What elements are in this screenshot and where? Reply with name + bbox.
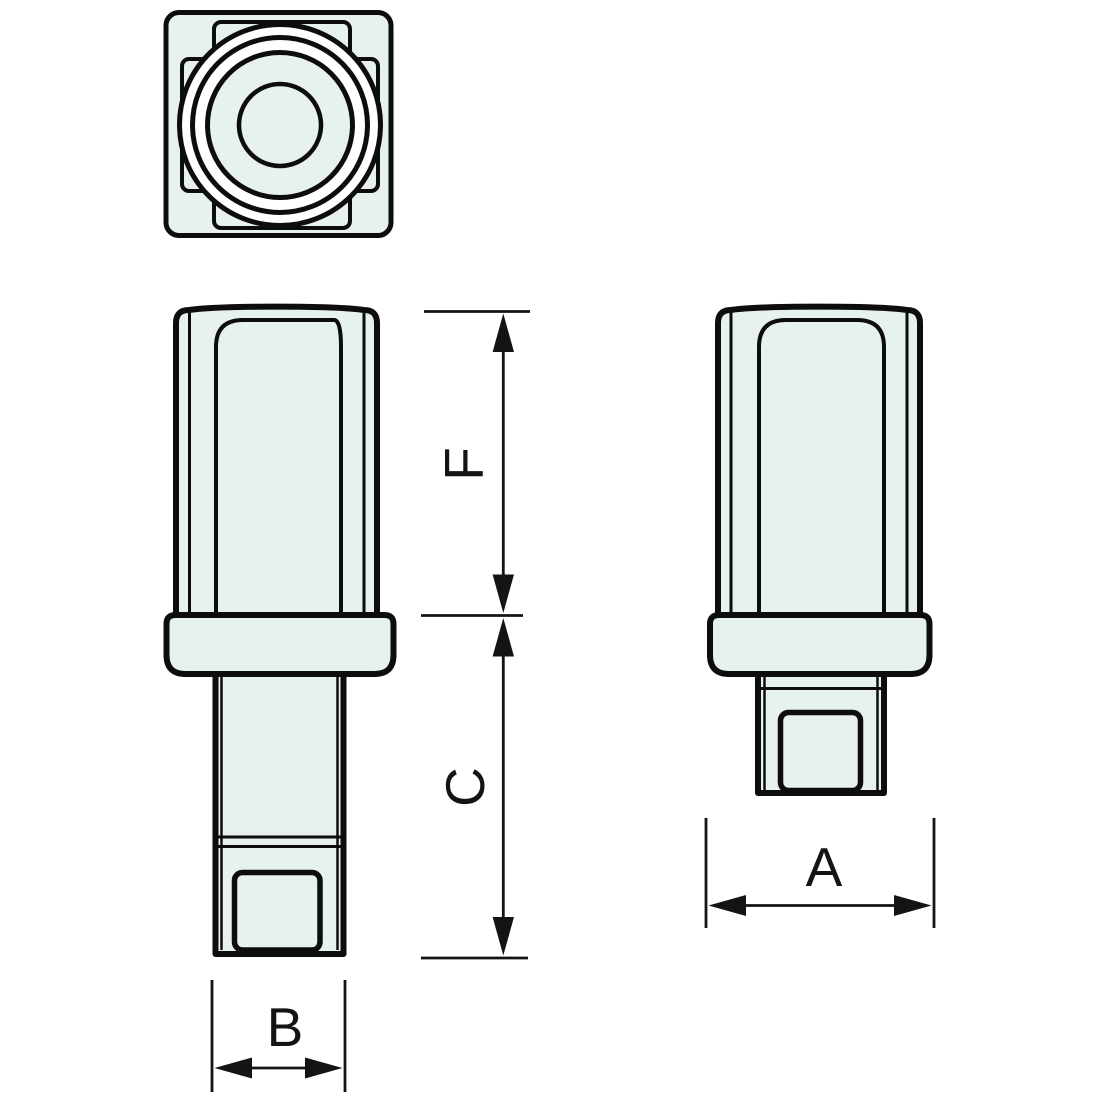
top-view	[163, 10, 394, 238]
front-collar	[163, 612, 397, 677]
dimension-b: B	[210, 980, 347, 1092]
dim-f-arrow-up	[492, 313, 514, 352]
side-collar	[707, 612, 933, 677]
front-drive-square	[231, 869, 323, 953]
side-stub-edge-lines	[763, 674, 879, 790]
dim-label-f: F	[433, 447, 495, 481]
side-drive-square	[777, 709, 864, 794]
dim-a-arrow-right	[894, 895, 932, 916]
front-hex-facet	[214, 318, 343, 613]
side-hex-side-lines	[729, 313, 909, 613]
dim-b-arrow-left	[214, 1057, 252, 1079]
dim-label-a: A	[806, 836, 843, 898]
dim-a-arrow-left	[708, 895, 746, 916]
dim-label-b: B	[267, 996, 304, 1058]
top-view-circle-inner	[236, 81, 324, 169]
dim-c-arrow-down	[492, 917, 514, 956]
dim-c-arrow-up	[492, 618, 514, 657]
front-shaft-edge-lines	[220, 674, 339, 950]
side-view	[707, 303, 933, 796]
dim-b-arrow-right	[305, 1057, 343, 1079]
dim-f-arrow-down	[492, 574, 514, 613]
dimension-f: F	[424, 310, 530, 613]
front-view	[163, 303, 397, 957]
dim-label-c: C	[434, 767, 496, 807]
dimension-a: A	[704, 818, 936, 928]
side-hex-facet	[757, 318, 886, 613]
front-hex-side-lines	[188, 313, 366, 613]
dimension-c: C	[421, 614, 528, 960]
front-shaft-groove-lines	[212, 835, 347, 848]
front-hex-body	[173, 303, 380, 619]
side-hex-body	[715, 303, 923, 619]
